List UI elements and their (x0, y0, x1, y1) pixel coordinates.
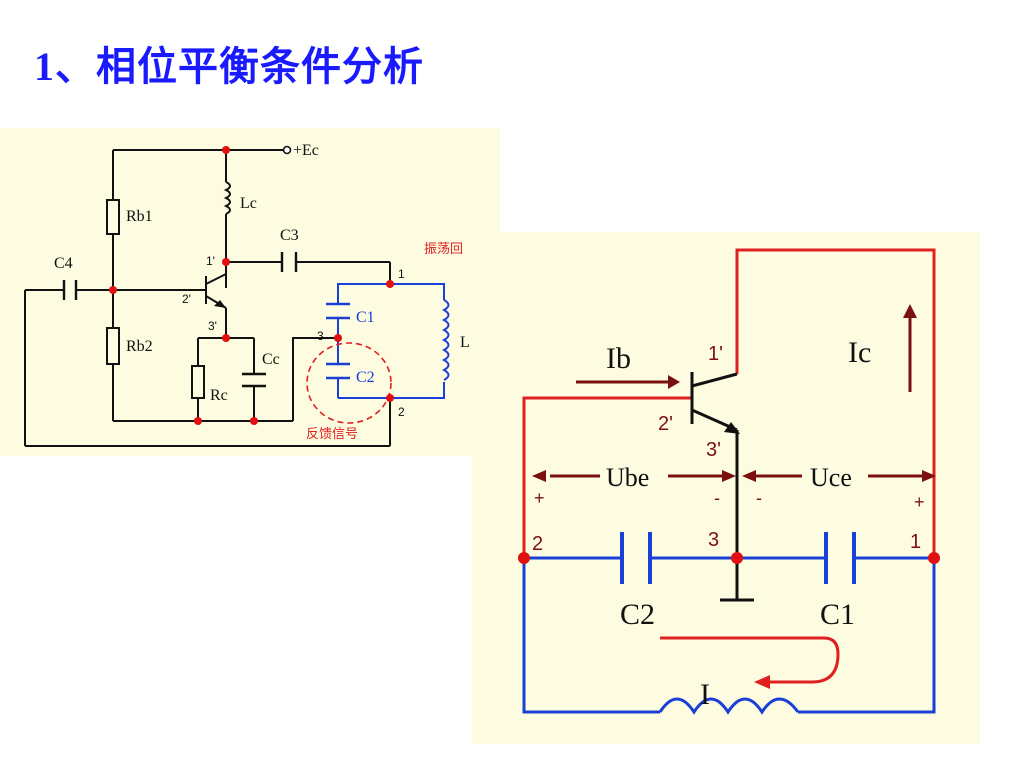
rb1-label: Rb1 (126, 208, 153, 225)
inductor-lc (223, 181, 231, 215)
red-wires (522, 248, 936, 558)
node-1-label: 1 (910, 531, 921, 553)
lc-label: Lc (240, 195, 257, 212)
junction-nodes (518, 552, 940, 564)
tank-circuit (337, 283, 450, 399)
c4-label: C4 (54, 255, 73, 272)
junction-nodes (109, 146, 394, 425)
feedback-label: 反馈信号 (306, 426, 358, 441)
c1-label: C1 (356, 309, 375, 326)
phase-analysis-diagram: Ib Ic Ube Uce C2 C1 I 1' 2' 3' 2 3 1 + -… (472, 232, 980, 744)
arrow-heads (532, 304, 936, 482)
phase-analysis-svg: Ib Ic Ube Uce C2 C1 I 1' 2' 3' 2 3 1 + -… (472, 232, 980, 744)
emitter-arrow (724, 422, 740, 434)
node-3-label: 3 (708, 529, 719, 551)
capacitor-c1 (824, 532, 856, 584)
i-label: I (700, 678, 710, 711)
oscillator-schematic-svg: +Ec Rb1 Rb2 Lc C3 C4 Cc Rc C1 C2 L 1' 2'… (0, 128, 500, 456)
loop-current-arrow (660, 636, 840, 684)
node-2p-label: 2' (658, 413, 673, 435)
rb2-label: Rb2 (126, 338, 153, 355)
resistor-rb1 (106, 199, 120, 235)
resistor-rc (191, 365, 205, 399)
blue-wires (522, 556, 936, 715)
capacitor-c2 (620, 532, 652, 584)
node-3p-label: 3' (706, 439, 721, 461)
capacitor-c4 (62, 280, 78, 300)
cc-label: Cc (262, 351, 280, 368)
ube-minus-sign: - (714, 488, 720, 508)
c3-label: C3 (280, 227, 299, 244)
c2-label: C2 (356, 369, 375, 386)
capacitor-cc (242, 372, 266, 388)
capacitor-c1 (326, 302, 350, 320)
node-2-label: 2 (398, 405, 405, 419)
uce-plus-sign: + (914, 492, 925, 512)
c1-label: C1 (820, 598, 855, 631)
page-title: 1、相位平衡条件分析 (34, 44, 424, 89)
emitter-arrow (214, 300, 226, 308)
node-1-label: 1 (398, 267, 405, 281)
rc-label: Rc (210, 387, 228, 404)
node-3-label: 3 (317, 329, 324, 343)
inductor-l-label: L (460, 334, 470, 351)
ic-label: Ic (848, 336, 871, 369)
feedback-highlight-circle (306, 342, 392, 424)
ube-plus-sign: + (534, 488, 545, 508)
uce-label: Uce (810, 463, 852, 492)
supply-label: +Ec (293, 142, 319, 159)
uce-minus-sign: - (756, 488, 762, 508)
node-1p-label: 1' (206, 254, 215, 268)
oscillator-label: 振荡回 (424, 241, 463, 256)
current-arrows (550, 316, 924, 478)
loop-arrow-head (754, 675, 770, 689)
oscillator-schematic: +Ec Rb1 Rb2 Lc C3 C4 Cc Rc C1 C2 L 1' 2'… (0, 128, 500, 456)
node-3p-label: 3' (208, 319, 217, 333)
node-2p-label: 2' (182, 292, 191, 306)
schematic-background (0, 128, 500, 456)
ib-label: Ib (606, 342, 631, 375)
analysis-background (472, 232, 980, 744)
capacitor-c2 (326, 362, 350, 380)
capacitor-c3 (280, 252, 298, 272)
resistor-rb2 (106, 327, 120, 365)
node-2-label: 2 (532, 533, 543, 555)
c2-label: C2 (620, 598, 655, 631)
supply-terminal (282, 145, 292, 155)
ube-label: Ube (606, 463, 649, 492)
node-1p-label: 1' (708, 343, 723, 365)
